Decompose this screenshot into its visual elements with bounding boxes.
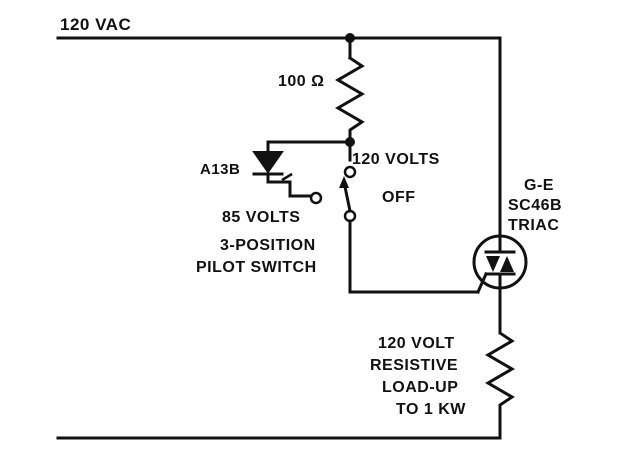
diode-label: A13B xyxy=(200,161,240,178)
switch-contact-85v xyxy=(309,191,323,205)
switch-name-line1: 3-POSITION xyxy=(220,237,316,254)
switch-name-line2: PILOT SWITCH xyxy=(196,259,317,276)
load-label-line2: RESISTIVE xyxy=(370,357,458,374)
switch-blade-arrow-icon xyxy=(339,176,349,188)
resistor-label: 100 Ω xyxy=(278,73,324,90)
diode-gate-lead xyxy=(281,172,293,182)
switch-position-120-label: 120 VOLTS xyxy=(352,151,440,168)
supply-label: 120 VAC xyxy=(60,15,131,34)
switch-position-off-label: OFF xyxy=(382,189,416,206)
triac-label-line1: G-E xyxy=(524,177,554,194)
triac-icon xyxy=(472,234,528,294)
diode-a13b-icon xyxy=(252,151,284,176)
diode-branch-wire xyxy=(266,140,352,154)
resistor-100-ohm xyxy=(335,55,365,144)
load-resistor xyxy=(485,286,515,417)
diode-lower-wire xyxy=(266,172,312,198)
triac-label-line3: TRIAC xyxy=(508,217,559,234)
switch-position-85-label: 85 VOLTS xyxy=(222,209,300,226)
load-label-line3: LOAD-UP xyxy=(382,379,458,396)
triac-label-line2: SC46B xyxy=(508,197,562,214)
switch-contact-120v xyxy=(343,165,357,179)
gate-wire xyxy=(348,219,480,294)
load-label-line4: TO 1 KW xyxy=(396,401,466,418)
load-label-line1: 120 VOLT xyxy=(378,335,455,352)
